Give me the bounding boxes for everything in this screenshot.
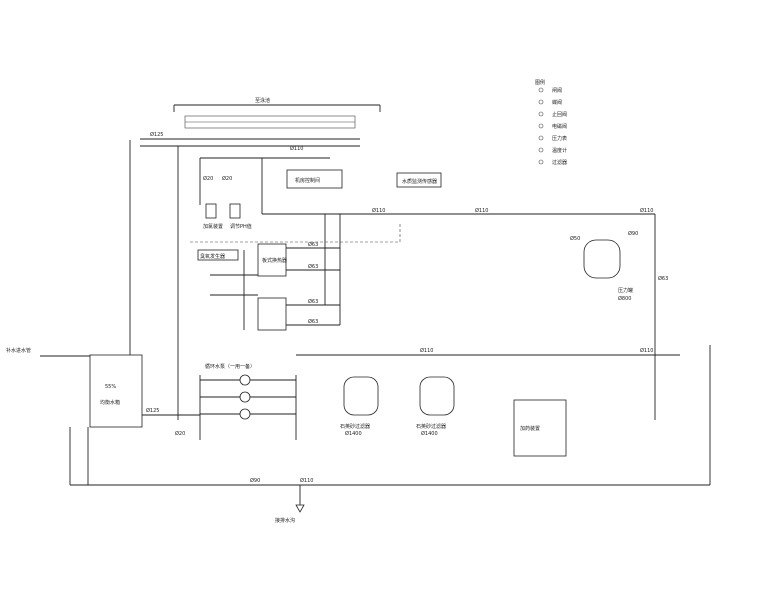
legend-label: 压力表 — [552, 135, 567, 142]
filter-b: 石英砂过滤器 Ø1400 — [416, 376, 455, 437]
svg-text:调节PH值: 调节PH值 — [230, 223, 252, 230]
legend-icon — [538, 123, 544, 129]
dosing-unit — [513, 399, 567, 457]
pressure-tank: 压力罐 Ø800 — [583, 239, 633, 302]
svg-text:接排水沟: 接排水沟 — [275, 517, 295, 524]
legend-label: 过滤器 — [552, 159, 567, 166]
svg-text:至泳池: 至泳池 — [255, 97, 270, 104]
legend-title: 图例 — [535, 79, 545, 86]
svg-text:Ø110: Ø110 — [372, 207, 385, 214]
svg-text:臭氧发生器: 臭氧发生器 — [200, 253, 225, 260]
svg-text:Ø125: Ø125 — [146, 407, 159, 414]
dosing-tank-a — [205, 203, 217, 219]
svg-text:Ø50: Ø50 — [570, 235, 580, 242]
svg-text:55%: 55% — [105, 384, 116, 390]
svg-text:板式换热器: 板式换热器 — [262, 257, 287, 264]
legend-icon — [538, 159, 544, 165]
svg-text:机房控制间: 机房控制间 — [295, 177, 320, 184]
heater-b — [257, 297, 287, 331]
svg-text:Ø63: Ø63 — [308, 318, 318, 325]
legend-label: 止回阀 — [552, 111, 567, 118]
svg-text:加氯装置: 加氯装置 — [203, 223, 223, 230]
svg-text:Ø110: Ø110 — [640, 347, 653, 354]
dosing-tank-b — [229, 203, 241, 219]
pump-icon — [239, 374, 251, 386]
svg-text:水质监测传感器: 水质监测传感器 — [402, 178, 437, 185]
legend-label: 蝶阀 — [552, 99, 562, 106]
filter-a: 石英砂过滤器 Ø1400 — [340, 376, 379, 437]
pump-icon — [239, 391, 251, 403]
svg-text:Ø63: Ø63 — [308, 263, 318, 270]
legend-label: 温度计 — [552, 147, 567, 154]
sensor-box — [396, 172, 442, 188]
svg-text:Ø63: Ø63 — [308, 298, 318, 305]
legend-label: 电磁阀 — [552, 123, 567, 130]
svg-text:Ø63: Ø63 — [658, 275, 668, 282]
svg-text:石英砂过滤器: 石英砂过滤器 — [416, 423, 446, 430]
legend-icon — [538, 87, 544, 93]
heater-a — [257, 243, 287, 277]
svg-text:Ø63: Ø63 — [308, 241, 318, 248]
svg-text:压力罐: 压力罐 — [618, 287, 633, 294]
pump-icon — [239, 408, 251, 420]
svg-text:Ø110: Ø110 — [420, 347, 433, 354]
svg-text:循环水泵（一用一备）: 循环水泵（一用一备） — [205, 363, 255, 370]
svg-text:Ø20: Ø20 — [222, 175, 232, 182]
svg-text:Ø110: Ø110 — [300, 477, 313, 484]
svg-text:加药装置: 加药装置 — [520, 425, 540, 432]
svg-text:Ø90: Ø90 — [628, 230, 638, 237]
svg-text:Ø1400: Ø1400 — [421, 430, 438, 437]
svg-text:石英砂过滤器: 石英砂过滤器 — [340, 423, 370, 430]
pool-top: 至泳池 Ø125 Ø110 — [140, 97, 381, 152]
balance-tank — [89, 354, 143, 428]
svg-text:Ø20: Ø20 — [175, 430, 185, 437]
svg-text:补水进水管: 补水进水管 — [6, 347, 31, 354]
svg-text:Ø110: Ø110 — [475, 207, 488, 214]
control-room-box — [286, 169, 343, 189]
svg-text:Ø1400: Ø1400 — [345, 430, 362, 437]
svg-text:Ø20: Ø20 — [203, 175, 213, 182]
svg-text:Ø125: Ø125 — [150, 131, 163, 138]
legend-icon — [538, 99, 544, 105]
svg-text:Ø110: Ø110 — [290, 145, 303, 152]
ozone-box — [197, 249, 239, 261]
svg-text:均衡水箱: 均衡水箱 — [100, 399, 120, 406]
svg-text:Ø800: Ø800 — [618, 295, 631, 302]
legend-icon — [538, 147, 544, 153]
svg-text:Ø90: Ø90 — [250, 477, 260, 484]
svg-text:Ø110: Ø110 — [640, 207, 653, 214]
legend-icon — [538, 135, 544, 141]
legend-label: 闸阀 — [552, 87, 562, 94]
legend-icon — [538, 111, 544, 117]
